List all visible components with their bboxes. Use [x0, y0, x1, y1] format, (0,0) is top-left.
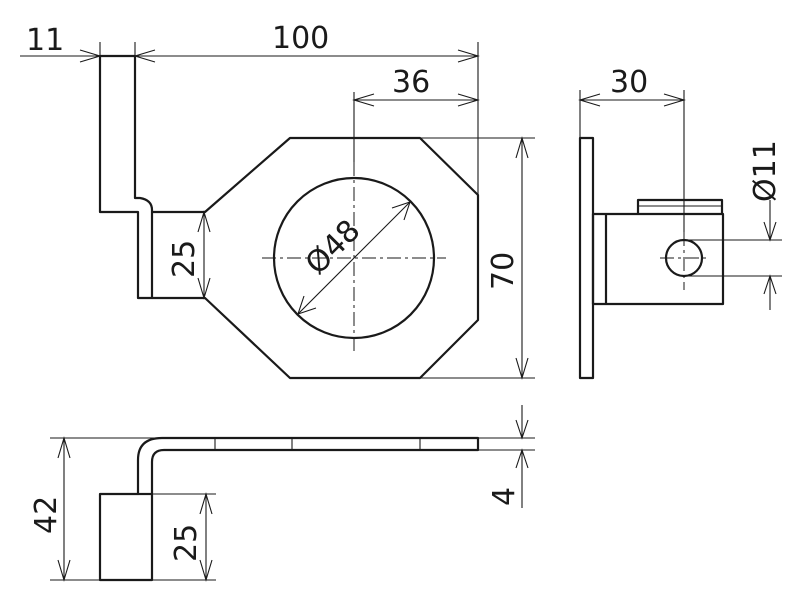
dim-dia11-label: Ø11: [748, 140, 783, 202]
side-mount-strip: [578, 136, 595, 380]
dim-4: 4: [478, 405, 535, 508]
dim-dia11: Ø11: [684, 140, 783, 310]
side-view: [578, 136, 725, 380]
dim-36: 36: [352, 65, 480, 162]
top-view-body: [98, 436, 480, 582]
dim-70-label: 70: [486, 252, 521, 290]
dim-36-label: 36: [392, 65, 430, 100]
side-tab: [591, 212, 725, 306]
dim-100: 100: [133, 21, 480, 200]
dim-25-bottom-label: 25: [169, 524, 204, 562]
dim-100-label: 100: [272, 21, 329, 56]
side-top-fold: [636, 198, 724, 214]
dim-70: 70: [420, 136, 535, 380]
dim-11-top: 11: [20, 23, 102, 63]
dim-dia48-label: Ø48: [299, 213, 367, 281]
dim-42-label: 42: [29, 496, 64, 534]
octagon-plate: [152, 136, 480, 380]
dim-25-front-label: 25: [167, 240, 202, 278]
dim-11-top-label: 11: [26, 23, 64, 58]
top-view: [98, 436, 480, 582]
dim-30: 30: [578, 65, 686, 232]
dim-25-front: 25: [167, 210, 211, 300]
front-view: [98, 54, 480, 380]
dim-30-label: 30: [610, 65, 648, 100]
front-mount-strip: [98, 54, 154, 300]
dim-42: 42: [29, 436, 160, 582]
dim-25-bottom: 25: [152, 492, 216, 582]
dim-4-label: 4: [487, 487, 522, 506]
